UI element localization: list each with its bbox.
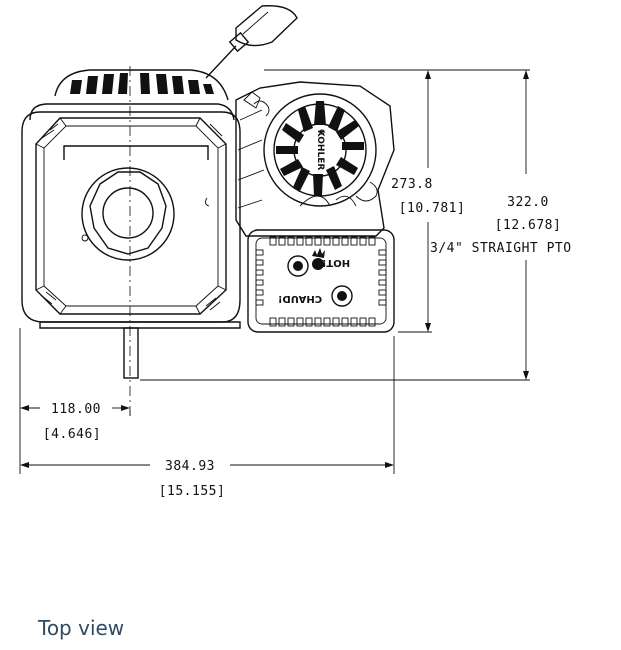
brand-label: KOHLER <box>315 130 325 171</box>
vent-fins <box>70 73 214 94</box>
muffler-vent-col-right <box>378 249 387 306</box>
hot-surface-icon <box>312 248 325 270</box>
width-mm: 384.93 <box>165 459 215 474</box>
air-cleaner-housing <box>21 69 241 329</box>
chaud-warning-label: CHAUD! <box>278 293 322 304</box>
offset-mm: 118.00 <box>51 402 101 417</box>
engine-block <box>235 81 395 237</box>
muffler-vent-row-top <box>269 236 376 246</box>
starter-handle <box>205 5 298 79</box>
muffler: HOT! CHAUD! <box>247 229 395 333</box>
offset-in: [4.646] <box>43 427 101 442</box>
hot-warning-label: HOT! <box>322 257 350 268</box>
width-in: [15.155] <box>159 484 226 499</box>
height-a-in: [10.781] <box>399 201 466 216</box>
height-b-in: [12.678] <box>495 218 562 233</box>
recoil-starter: KOHLER <box>263 93 377 207</box>
pto-note: 3/4" STRAIGHT PTO <box>430 241 572 256</box>
dimension-lines <box>19 69 530 474</box>
pto-shaft <box>123 327 139 379</box>
height-b-mm: 322.0 <box>507 195 549 210</box>
muffler-vent-col-left <box>255 249 264 306</box>
height-a-mm: 273.8 <box>391 177 433 192</box>
muffler-vent-row-bottom <box>269 317 376 327</box>
view-caption: Top view <box>38 616 125 640</box>
